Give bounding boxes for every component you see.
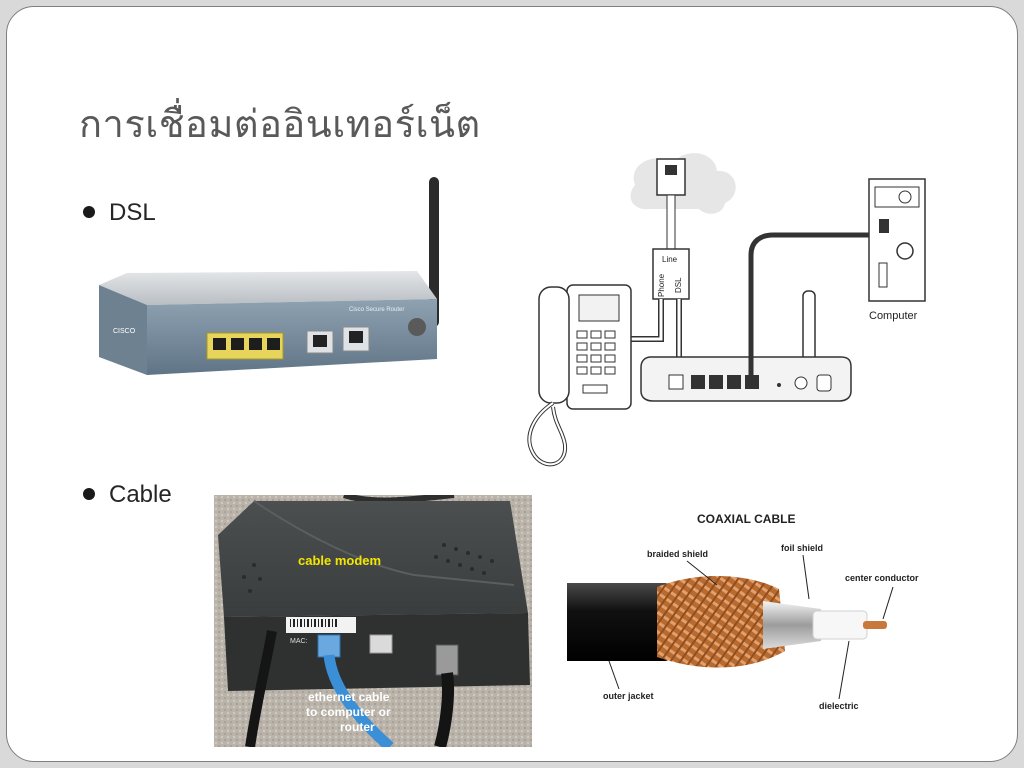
label-outer-jacket: outer jacket (603, 691, 654, 701)
label-foil-shield: foil shield (781, 543, 823, 553)
phone-label: Phone (657, 273, 666, 297)
bullet-cable-text: Cable (109, 481, 172, 508)
line-label: Line (662, 255, 678, 264)
bullet-dsl-text: DSL (109, 199, 156, 226)
label-center-conductor: center conductor (845, 573, 919, 583)
wall-jack-icon (656, 158, 686, 196)
telephone-icon (527, 284, 632, 467)
computer-label: Computer (869, 310, 918, 322)
dsl-router-icon (640, 290, 852, 402)
cable-modem-photo: cable modem MAC: ethernet cable to compu… (214, 495, 532, 747)
slide-title: การเชื่อมต่ออินเทอร์เน็ต (79, 102, 481, 146)
splitter-icon (652, 248, 690, 300)
dsl-label: DSL (674, 277, 683, 293)
slide: การเชื่อมต่ออินเทอร์เน็ต DSL Cable CISCO… (6, 6, 1018, 762)
mac-label: MAC: (290, 638, 308, 645)
antenna-icon (429, 177, 439, 327)
label-dielectric: dielectric (819, 701, 859, 711)
router-model: Cisco Secure Router (349, 307, 404, 313)
bullet-dot-icon (83, 487, 95, 500)
ethernet-caption-1: ethernet cable (308, 690, 390, 704)
computer-icon (868, 178, 926, 302)
router-photo: CISCO Cisco Secure Router (99, 177, 439, 375)
coax-title: COAXIAL CABLE (697, 512, 795, 526)
bullet-cable: Cable (83, 481, 172, 509)
coax-diagram: COAXIAL CABLE braided shield foil shield… (567, 512, 919, 711)
ethernet-caption-2: to computer or (306, 705, 391, 719)
ethernet-caption-3: router (340, 720, 375, 734)
label-braided-shield: braided shield (647, 549, 708, 559)
dsl-diagram: Line Phone DSL (527, 153, 926, 467)
cable-modem-label: cable modem (298, 553, 381, 568)
bullet-dsl: DSL (83, 199, 156, 227)
router-brand: CISCO (113, 328, 136, 335)
bullet-dot-icon (83, 205, 95, 218)
